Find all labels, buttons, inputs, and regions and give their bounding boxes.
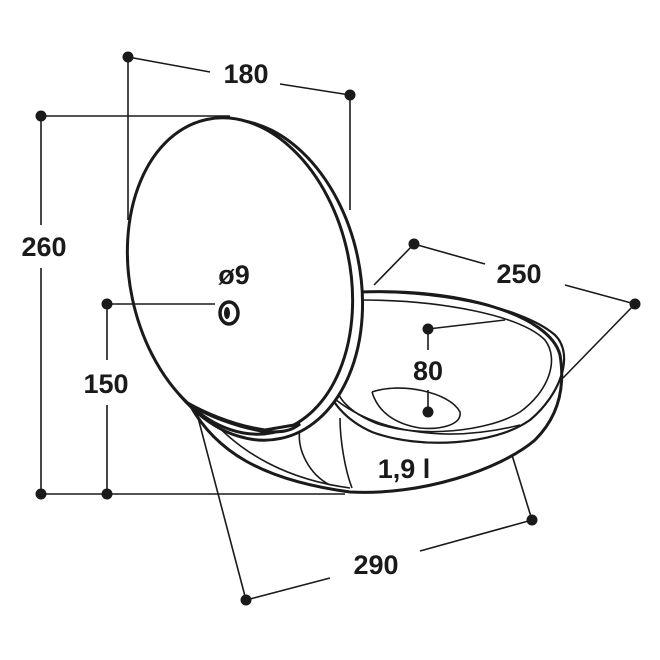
bowl-contour-2 (298, 427, 331, 486)
dim-180 (122, 51, 356, 220)
label-bowl-depth: 250 (496, 259, 541, 289)
label-width-bottom: 290 (353, 550, 398, 580)
label-height-total: 260 (21, 232, 66, 262)
dim-80 (422, 319, 506, 418)
mounting-hole (218, 300, 240, 326)
dim-260 (35, 110, 345, 500)
label-hole-height: 150 (83, 369, 128, 399)
bowl-rim (328, 290, 566, 444)
bowl-basin (371, 387, 461, 430)
label-volume: 1,9 l (378, 454, 431, 484)
bowl-contour-3 (339, 417, 353, 489)
back-plate-tab (185, 400, 301, 434)
dim-150 (101, 298, 215, 500)
bowl-rim-inner (337, 299, 553, 433)
dim-250 (373, 238, 641, 379)
bowl-contour-4 (329, 394, 521, 435)
label-width-top: 180 (223, 59, 268, 89)
label-hole-diameter: ø9 (218, 260, 250, 290)
bowl-outer (188, 290, 564, 494)
label-bowl-inner: 80 (413, 356, 443, 386)
hole-shadow (224, 307, 230, 319)
dim-290 (195, 409, 538, 606)
